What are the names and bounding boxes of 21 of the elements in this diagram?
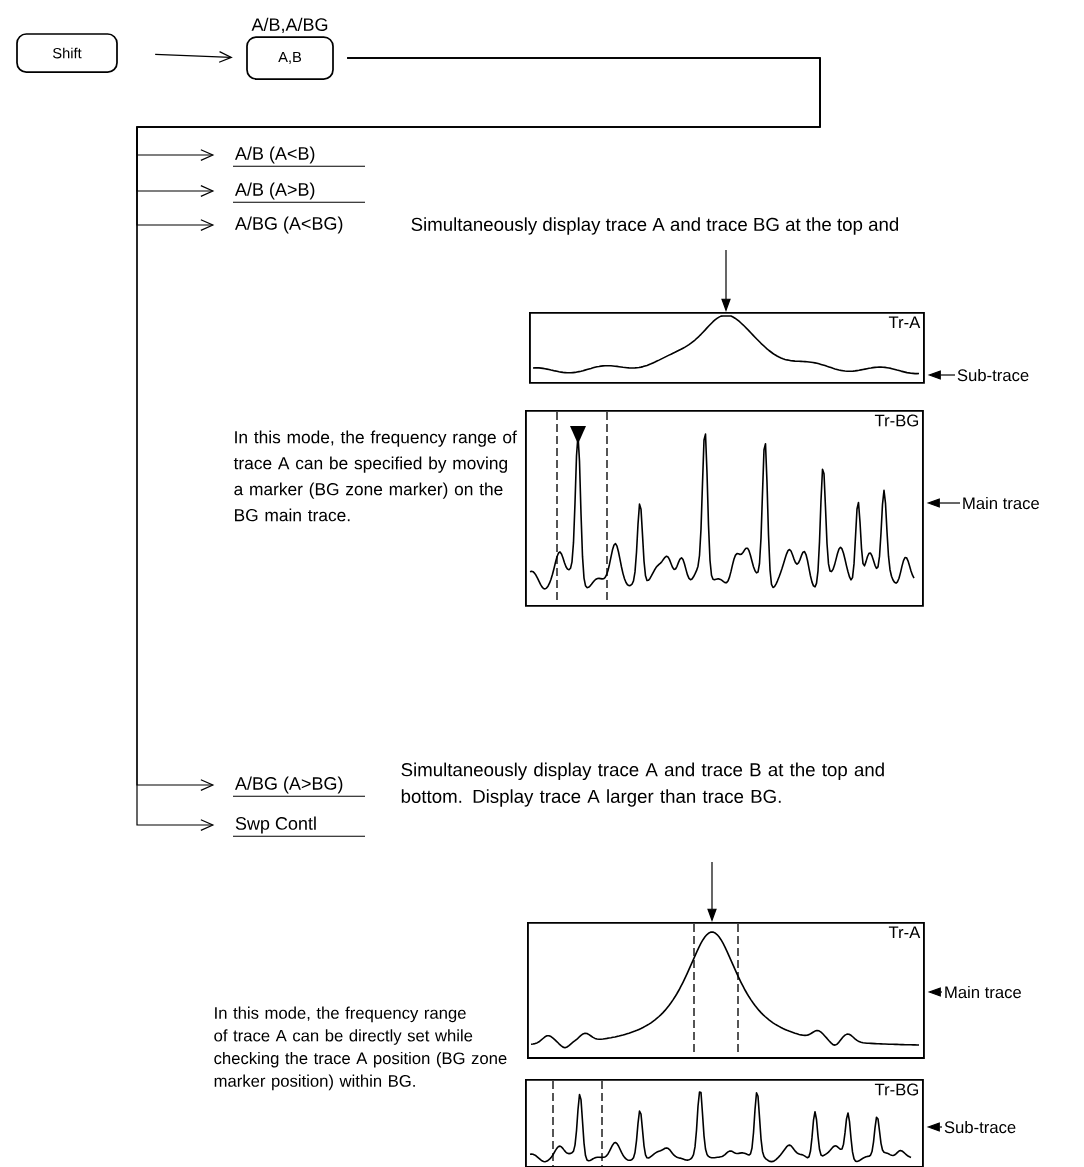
menu-item: A/BG (A>BG)	[232, 776, 366, 797]
menu-item: A/BG (A<BG)	[235, 216, 343, 234]
trace-label: Sub-trace	[957, 368, 1029, 382]
trace-label: Main trace	[963, 496, 1039, 510]
menu-item: A/B (A<B)	[232, 146, 366, 167]
display-screen: Tr-A	[529, 312, 925, 384]
trace-label: Sub-trace	[944, 1120, 1016, 1134]
paragraph-text: In this mode, the frequency range of trace A can be specified by moving a marker (BG zone marker) on the BG main trace.	[233, 430, 517, 522]
display-screen: Tr-BG	[525, 410, 924, 607]
display-screen: Tr-A	[527, 922, 925, 1059]
menu-item: Swp Contl	[232, 816, 366, 837]
description-text: Simultaneously display trace A and trace BG at the top and	[411, 217, 899, 235]
button-caption: A/B,A/BG	[251, 17, 328, 34]
trace-label: Main trace	[945, 985, 1021, 999]
paragraph-text: Simultaneously display trace A and trace B at the top and bottom. Display trace A larger than trace BG.	[401, 762, 884, 807]
paragraph-text: In this mode, the frequency range of trace A can be directly set while checking the trace A position (BG zone marker position) within BG.	[214, 1006, 507, 1091]
arrow	[154, 51, 233, 63]
menu-item: A/B (A>B)	[232, 182, 366, 203]
display-screen: Tr-BG	[525, 1079, 924, 1167]
key-button: A,B	[246, 36, 334, 80]
key-button: Shift	[16, 33, 118, 73]
